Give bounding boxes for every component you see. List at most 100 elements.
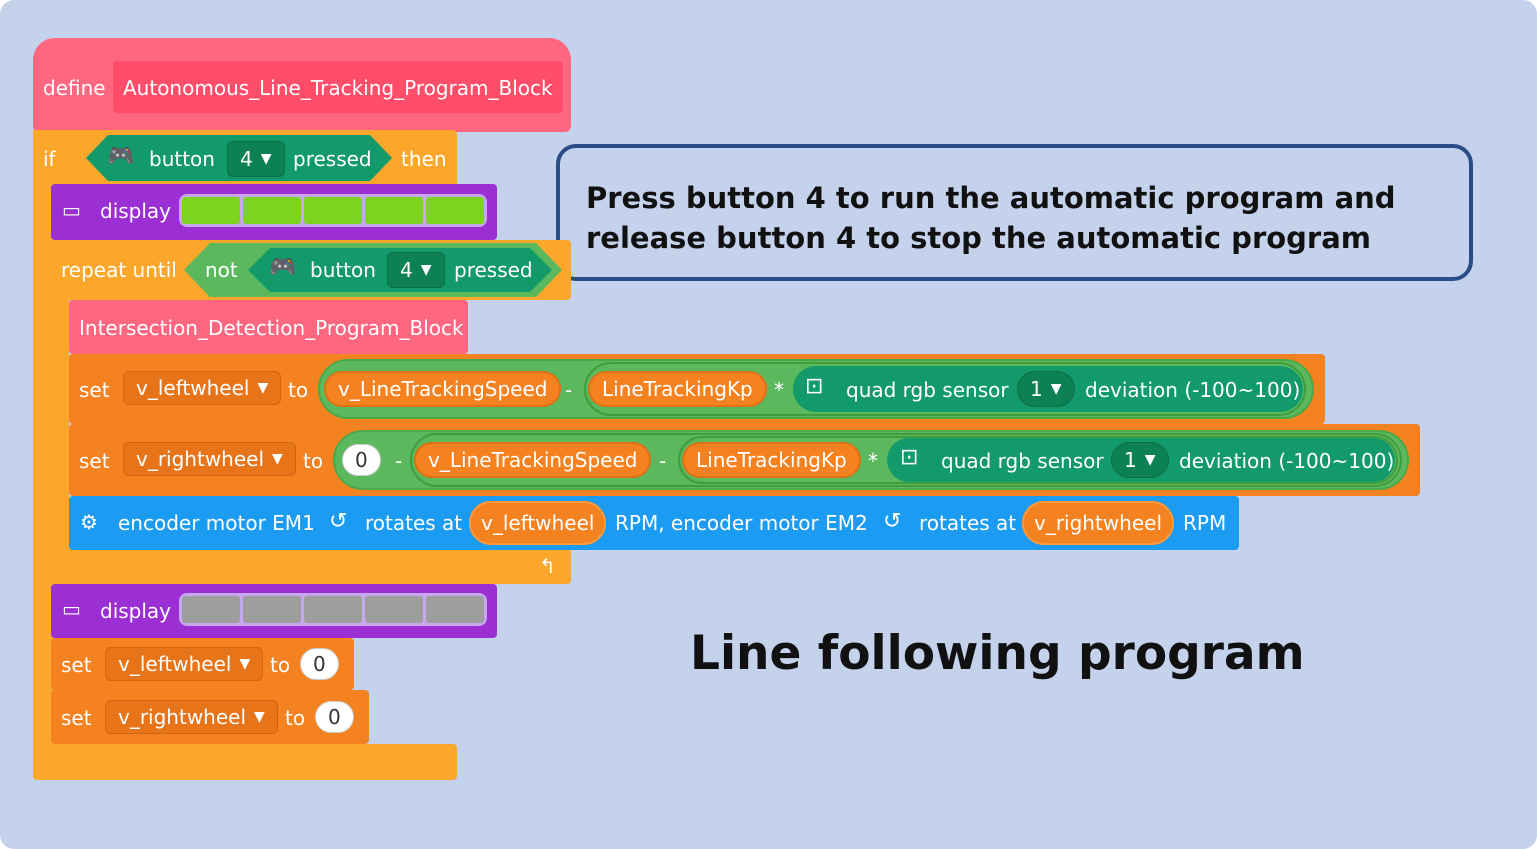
display-segment[interactable]: [304, 596, 362, 623]
sensor-icon: ⊡: [805, 374, 824, 399]
define-keyword: define: [43, 76, 106, 100]
display-segment[interactable]: [243, 197, 301, 224]
leftwheel-var-dropdown[interactable]: v_leftwheel▼: [123, 371, 282, 405]
rotates-label: rotates at: [919, 511, 1017, 535]
chevron-down-icon: ▼: [254, 709, 265, 725]
display-segment[interactable]: [243, 596, 301, 623]
reset-leftwheel-var: v_leftwheel: [118, 652, 232, 676]
if-pressed-label: pressed: [293, 147, 372, 171]
display-segment[interactable]: [426, 596, 484, 623]
reset-leftwheel-dropdown[interactable]: v_leftwheel ▼: [105, 647, 264, 681]
callout-line-1: Press button 4 to run the automatic prog…: [586, 181, 1396, 215]
rightwheel-var-dropdown[interactable]: v_rightwheel ▼: [123, 442, 296, 476]
to-label: to: [288, 378, 309, 402]
speed-variable-label: v_LineTrackingSpeed: [338, 377, 548, 401]
chevron-down-icon: ▼: [260, 151, 272, 167]
reset-leftwheel-value-input[interactable]: 0: [300, 648, 339, 680]
to-label: to: [270, 653, 291, 677]
display-segment[interactable]: [304, 197, 362, 224]
callout-line-2: release button 4 to stop the automatic p…: [586, 221, 1372, 255]
then-keyword: then: [401, 147, 447, 171]
display-segment[interactable]: [182, 596, 240, 623]
page-title: Line following program: [690, 626, 1305, 681]
speed-variable[interactable]: v_LineTrackingSpeed: [324, 371, 562, 407]
display-label-1: display: [100, 199, 172, 223]
repeat-pressed-label: pressed: [454, 258, 533, 282]
if-block-arm: [33, 130, 53, 748]
chevron-down-icon: ▼: [239, 656, 251, 672]
kp-variable[interactable]: LineTrackingKp: [682, 442, 861, 478]
intersection-detection-name: Intersection_Detection_Program_Block: [79, 316, 464, 340]
sensor-label: quad rgb sensor: [941, 449, 1104, 473]
zero-input[interactable]: 0: [342, 444, 381, 476]
repeat-until-foot: [51, 548, 571, 584]
rpm-em2-label: RPM, encoder motor EM2: [615, 511, 868, 535]
reset-rightwheel-dropdown[interactable]: v_rightwheel ▼: [105, 700, 278, 734]
display-segments-2[interactable]: [179, 593, 487, 626]
rightwheel-var: v_rightwheel: [136, 447, 265, 471]
rightwheel-reporter[interactable]: v_rightwheel: [1022, 501, 1175, 545]
chevron-down-icon: ▼: [1144, 452, 1156, 468]
em1-label: encoder motor EM1: [118, 511, 315, 535]
minus-operator: -: [565, 378, 573, 402]
minus-operator: -: [395, 449, 403, 473]
set-label: set: [61, 653, 92, 677]
kp-variable-label: LineTrackingKp: [602, 377, 753, 401]
speed-variable[interactable]: v_LineTrackingSpeed: [414, 442, 652, 478]
sensor-port: 1: [1124, 448, 1137, 472]
repeat-button-label: button: [310, 258, 376, 282]
set-label: set: [79, 449, 110, 473]
define-name-field[interactable]: [113, 61, 563, 113]
chevron-down-icon: ▼: [1050, 381, 1062, 397]
callout-box: Press button 4 to run the automatic prog…: [556, 144, 1473, 281]
sensor-port-dropdown[interactable]: 1▼: [1111, 442, 1169, 478]
zero-value: 0: [355, 448, 368, 472]
deviation-label: deviation (-100~100): [1085, 378, 1301, 402]
if-button-label: button: [149, 147, 215, 171]
sensor-port-dropdown[interactable]: 1▼: [1017, 371, 1075, 407]
sensor-icon: ⊡: [900, 445, 919, 470]
chevron-down-icon: ▼: [257, 380, 269, 396]
multiply-operator: *: [868, 449, 878, 473]
display-icon: ▭: [62, 597, 81, 621]
motor-icon: ⚙: [80, 510, 98, 534]
set-label: set: [79, 378, 110, 402]
reset-leftwheel-value: 0: [313, 652, 326, 676]
repeat-until-arm: [51, 296, 69, 586]
reset-rightwheel-var: v_rightwheel: [118, 705, 247, 729]
reset-rightwheel-value: 0: [328, 705, 341, 729]
not-label: not: [205, 258, 238, 282]
sensor-port: 1: [1030, 377, 1043, 401]
display-segments-1[interactable]: [179, 194, 487, 227]
if-button-number: 4: [240, 147, 253, 171]
kp-variable[interactable]: LineTrackingKp: [588, 371, 767, 407]
gamepad-icon: 🎮: [269, 255, 297, 280]
repeat-button-dropdown[interactable]: 4▼: [387, 252, 445, 288]
if-button-dropdown[interactable]: 4▼: [227, 141, 285, 177]
display-segment[interactable]: [365, 197, 423, 224]
display-segment[interactable]: [182, 197, 240, 224]
gamepad-icon: 🎮: [107, 144, 135, 169]
multiply-operator: *: [774, 378, 784, 402]
deviation-label: deviation (-100~100): [1179, 449, 1395, 473]
rotates-label: rotates at: [365, 511, 463, 535]
intersection-detection-block[interactable]: [69, 300, 468, 354]
rightwheel-reporter-label: v_rightwheel: [1034, 511, 1163, 535]
repeat-button-number: 4: [400, 258, 413, 282]
leftwheel-reporter-label: v_leftwheel: [481, 511, 595, 535]
reset-rightwheel-value-input[interactable]: 0: [315, 701, 354, 733]
leftwheel-reporter[interactable]: v_leftwheel: [469, 501, 607, 545]
rpm-label: RPM: [1183, 511, 1227, 535]
chevron-down-icon: ▼: [272, 451, 283, 467]
if-keyword: if: [43, 147, 56, 171]
display-icon: ▭: [62, 198, 81, 222]
to-label: to: [285, 706, 306, 730]
chevron-down-icon: ▼: [420, 262, 432, 278]
define-name: Autonomous_Line_Tracking_Program_Block: [123, 76, 553, 100]
speed-variable-label: v_LineTrackingSpeed: [428, 448, 638, 472]
sensor-label: quad rgb sensor: [846, 378, 1009, 402]
to-label: to: [303, 449, 324, 473]
display-segment[interactable]: [365, 596, 423, 623]
display-segment[interactable]: [426, 197, 484, 224]
kp-variable-label: LineTrackingKp: [696, 448, 847, 472]
